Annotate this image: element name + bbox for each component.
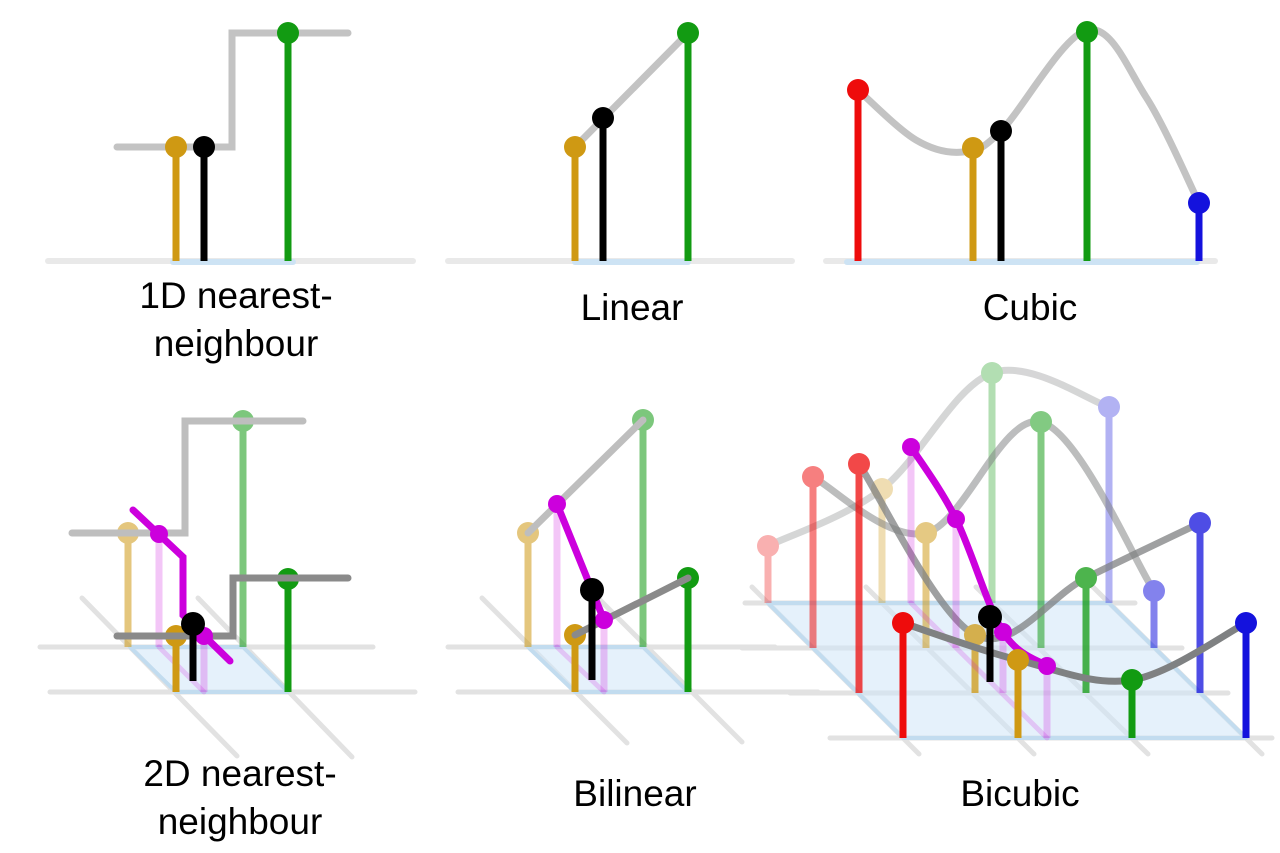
label-line: neighbour [153,323,319,364]
sample-gold [564,136,586,261]
label-linear: Linear [482,284,782,332]
linear-back [524,416,647,537]
back-row [517,409,654,647]
sample-red-dot [847,79,869,101]
row-2 [802,411,1165,648]
sample-red [847,79,869,261]
sample-gold [165,136,187,261]
interpolated-point-dot [193,136,215,158]
panel-bicubic [739,362,1275,757]
dot-red-r1 [757,535,779,557]
panel-1d-nearest-neighbour [45,22,416,265]
interp-ground-trace [156,644,207,695]
interpolated-point [181,612,205,681]
label-line: Cubic [982,287,1078,328]
cubic-row-4 [899,619,1250,685]
interp-node-r1 [902,438,920,456]
interp-ground-trace [908,600,1050,741]
panel-cubic [823,21,1218,265]
panel-linear [445,22,795,265]
cubic-row-1 [764,366,1113,550]
linear-cross [553,500,608,624]
dot-blue-r3 [1189,512,1211,534]
interpolated-point-dot [592,107,614,129]
interpolated-point-dot [978,605,1002,629]
interp-ground-trace [554,644,607,695]
interpolated-point [193,136,215,261]
interpolated-point [978,605,1002,682]
dot-green-r2 [1030,411,1052,433]
dot-gold-r2 [915,522,937,544]
dot-red-r4 [892,612,914,634]
panel-2d-nearest-neighbour [37,410,418,760]
nearest-step-curve [113,29,352,151]
sample-green [677,22,699,261]
sample-gold-back [517,522,539,647]
sample-gold [962,137,984,261]
interpolated-point [990,120,1012,261]
sample-green [277,22,299,261]
cubic-row-2 [809,418,1158,595]
interpolated-point-dot [181,612,205,636]
label-line: neighbour [157,801,323,842]
grid-col-right [595,595,745,745]
label-line: Linear [580,287,684,328]
label-line: Bilinear [573,773,697,814]
sample-blue-dot [1188,192,1210,214]
label-2d-nearest-neighbour: 2D nearest- neighbour [50,750,430,846]
interp-node-front [595,611,613,629]
dot-blue-r2 [1143,580,1165,602]
sample-gold-dot [962,137,984,159]
nearest-step-front [113,574,352,640]
sample-gold-back [117,522,139,647]
sample-green-dot [1076,21,1098,43]
panel-bilinear [445,409,821,746]
unit-cell [526,645,690,694]
dot-red-r2 [802,466,824,488]
label-cubic: Cubic [880,284,1180,332]
sample-green-dot [277,22,299,44]
sample-cell-grid [766,601,1248,740]
sample-green-front [277,568,299,692]
interpolated-point [592,107,614,261]
cubic-row-3 [855,460,1204,643]
label-line: 1D nearest- [139,275,333,316]
label-1d-nearest-neighbour: 1D nearest- neighbour [46,272,426,368]
sample-gold-dot [564,136,586,158]
unit-cell [128,645,290,694]
interpolated-point-dot [990,120,1012,142]
interpolated-point-dot [580,578,604,602]
interp-node-back [150,525,168,543]
nearest-step-back [68,417,307,537]
sample-green-back [632,409,654,647]
label-line: Bicubic [960,773,1080,814]
label-bicubic: Bicubic [870,770,1170,818]
dot-blue-r4 [1235,612,1257,634]
sample-green [1076,21,1098,261]
label-bilinear: Bilinear [485,770,785,818]
sample-green-dot [677,22,699,44]
dot-gold-r3 [964,624,986,646]
dot-gold-r4 [1007,649,1029,671]
dot-red-r3 [848,453,870,475]
label-line: 2D nearest- [143,753,337,794]
interp-node-back [548,495,566,513]
interpolated-point [580,578,604,680]
interp-node-r4 [1038,657,1056,675]
back-row [68,410,307,647]
linear-curve [571,29,692,151]
interp-node-r2 [947,510,965,528]
interp-node-r3 [994,623,1012,641]
sample-blue [1188,192,1210,261]
dot-green-r1 [981,362,1003,384]
dot-blue-r1 [1098,396,1120,418]
dot-green-r4 [1121,669,1143,691]
row-4-front [892,612,1257,738]
sample-gold-dot [165,136,187,158]
dot-green-r3 [1075,567,1097,589]
cubic-curve [854,26,1203,207]
row-3 [848,453,1211,693]
